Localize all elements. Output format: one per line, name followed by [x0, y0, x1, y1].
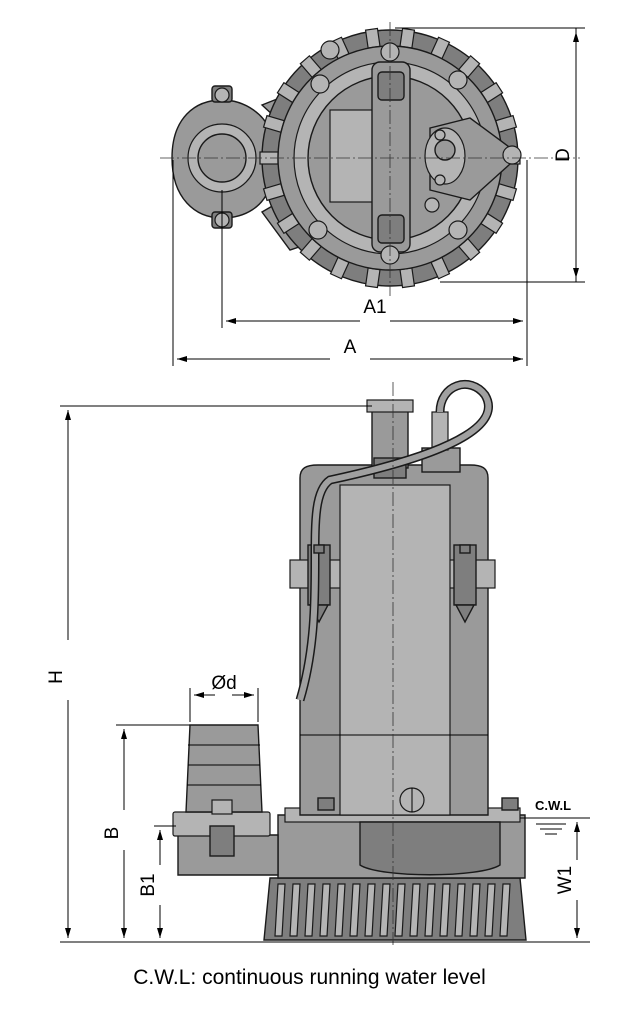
dim-label-d: D — [553, 148, 574, 162]
side-view: H B B1 Ød C.W.L W1 — [46, 380, 590, 945]
dim-label-h: H — [46, 670, 67, 684]
caption: C.W.L: continuous running water level — [133, 966, 486, 989]
dim-label-a: A — [344, 337, 357, 358]
pump-dimension-diagram: D A1 A — [46, 22, 590, 945]
dim-label-b: B — [102, 827, 123, 840]
dim-label-w1: W1 — [555, 866, 576, 895]
dim-label-d-diameter: Ød — [211, 673, 236, 694]
dim-label-a1: A1 — [363, 297, 386, 318]
dim-label-b1: B1 — [138, 873, 159, 896]
strainer-base — [263, 877, 527, 941]
top-view: D A1 A — [160, 22, 585, 366]
cwl-label: C.W.L — [535, 798, 571, 813]
